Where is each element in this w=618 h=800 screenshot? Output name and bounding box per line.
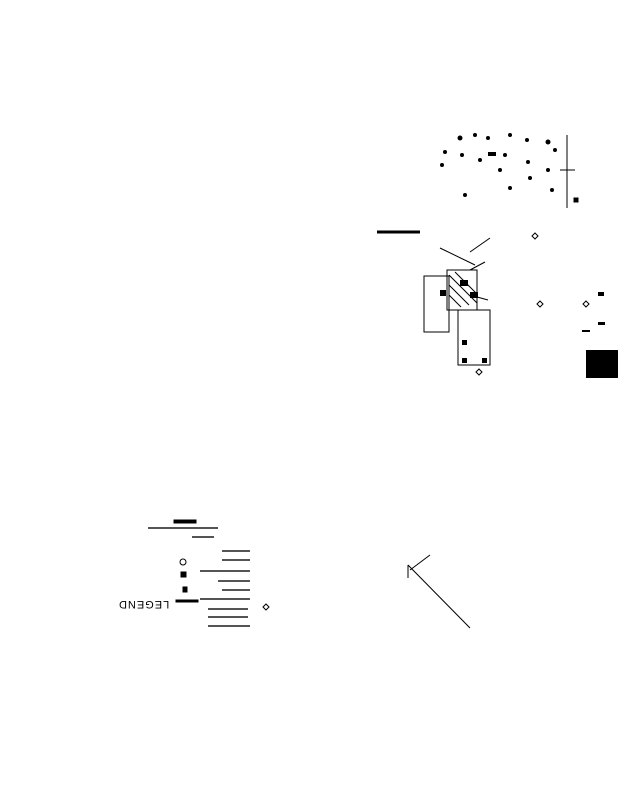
north-arrow xyxy=(560,135,579,208)
legend-symbols xyxy=(148,519,250,627)
tree-cluster xyxy=(440,133,557,197)
building-footprint xyxy=(377,230,491,629)
legend-text-lines xyxy=(148,527,250,627)
filled-marks xyxy=(440,280,618,378)
legend-title: LEGEND xyxy=(118,598,170,610)
site-markers xyxy=(262,232,590,611)
